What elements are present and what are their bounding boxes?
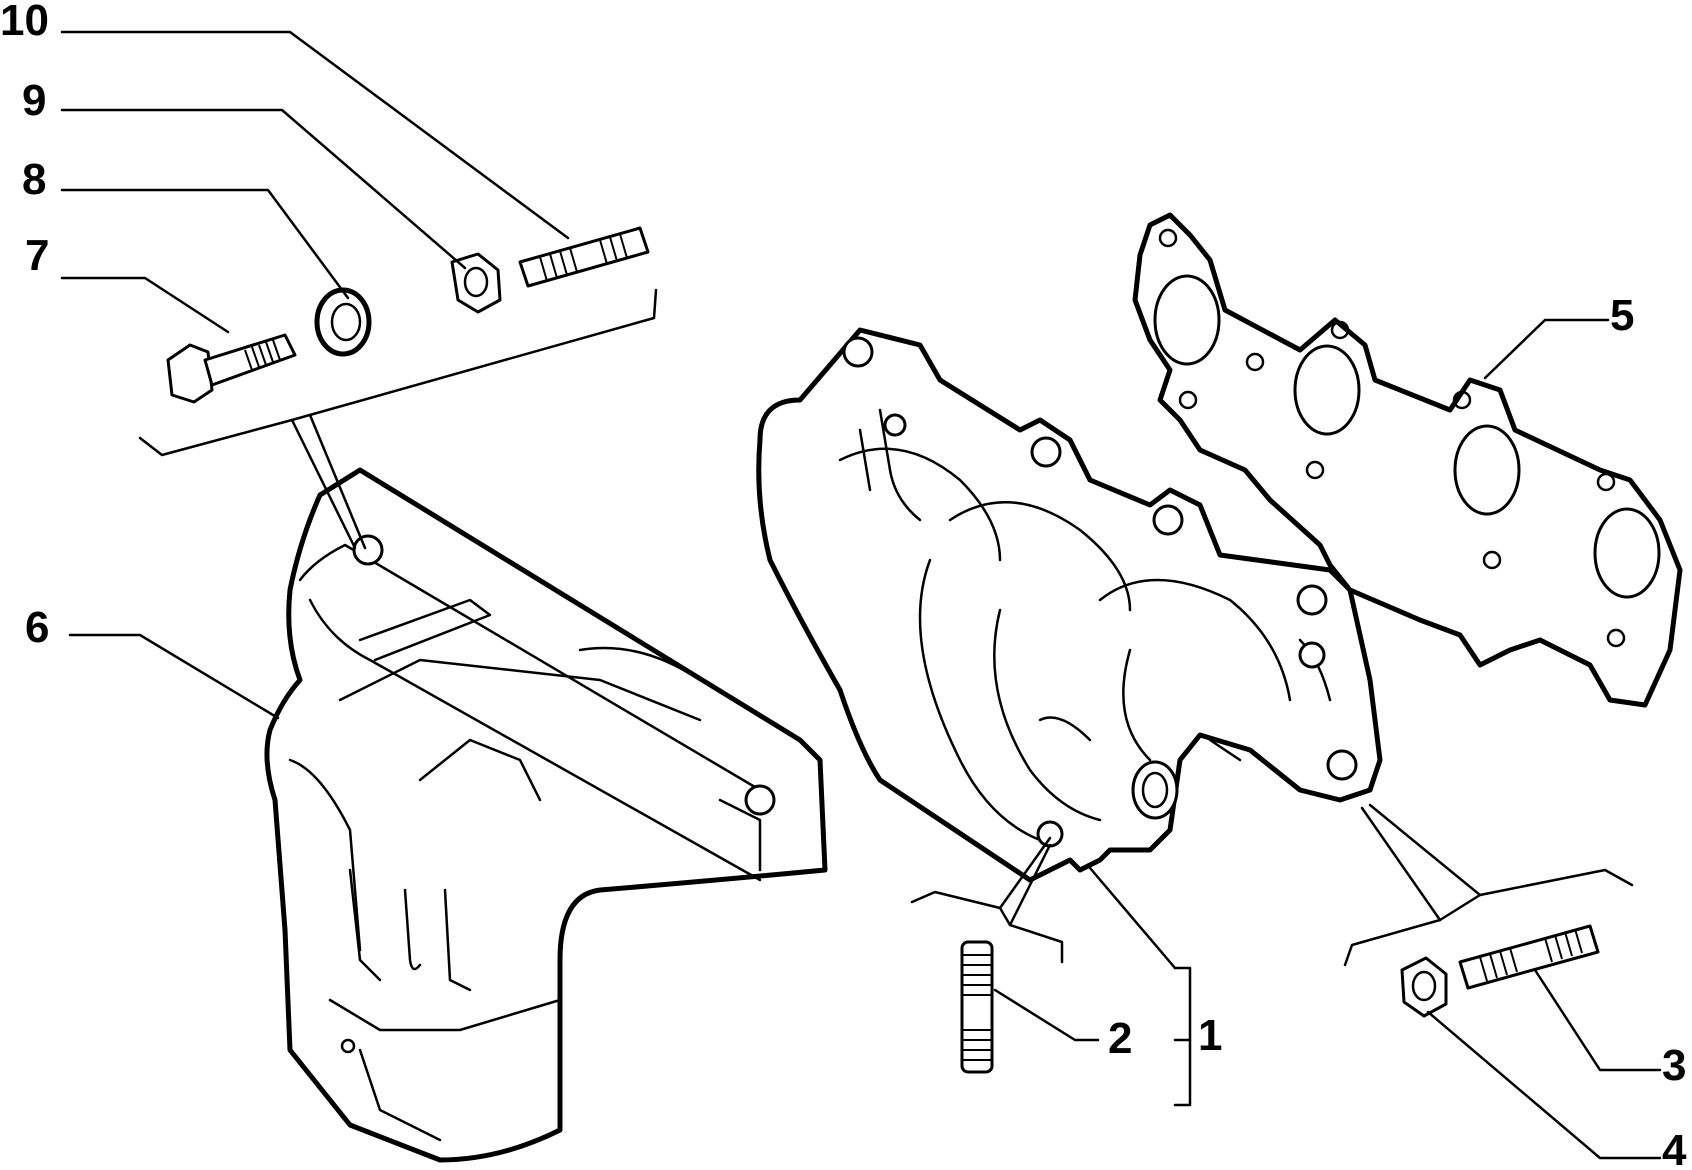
shield-mount-hole: [744, 784, 776, 816]
manifold-bolt-hole: [1326, 749, 1358, 781]
heat-shield: [264, 467, 828, 1163]
nut: [1400, 956, 1448, 1018]
callout-2: 2: [1108, 1014, 1132, 1063]
stud: [518, 226, 650, 288]
leader-lines: [60, 30, 1662, 1160]
callout-1: 1: [1198, 1011, 1222, 1060]
callout-10: 10: [0, 0, 49, 45]
manifold-bolt-hole: [842, 336, 874, 368]
washer: [314, 287, 372, 357]
callout-4: 4: [1662, 1126, 1687, 1170]
manifold-bolt-hole: [1030, 436, 1062, 468]
callout-7: 7: [25, 231, 49, 280]
gasket-port: [1153, 274, 1221, 366]
manifold-boss: [1298, 641, 1326, 669]
bolt: [166, 333, 297, 404]
callout-3: 3: [1662, 1041, 1686, 1090]
gasket: [1132, 212, 1683, 708]
gasket-port: [1593, 507, 1661, 599]
manifold-bolt-hole: [1036, 820, 1064, 848]
manifold-outlet: [1131, 760, 1179, 820]
gasket-port: [1293, 344, 1361, 436]
callout-9: 9: [22, 76, 46, 125]
gasket-port: [1453, 424, 1521, 516]
callout-8: 8: [22, 155, 46, 204]
stud: [960, 940, 994, 1074]
callout-5: 5: [1610, 291, 1634, 340]
manifold-boss: [883, 413, 907, 437]
shield-mount-hole: [352, 534, 384, 566]
stud: [1458, 924, 1600, 990]
manifold-bolt-hole: [1152, 504, 1184, 536]
manifold-bolt-hole: [1296, 584, 1328, 616]
exhaust-manifold: [756, 327, 1383, 883]
callout-6: 6: [25, 603, 49, 652]
